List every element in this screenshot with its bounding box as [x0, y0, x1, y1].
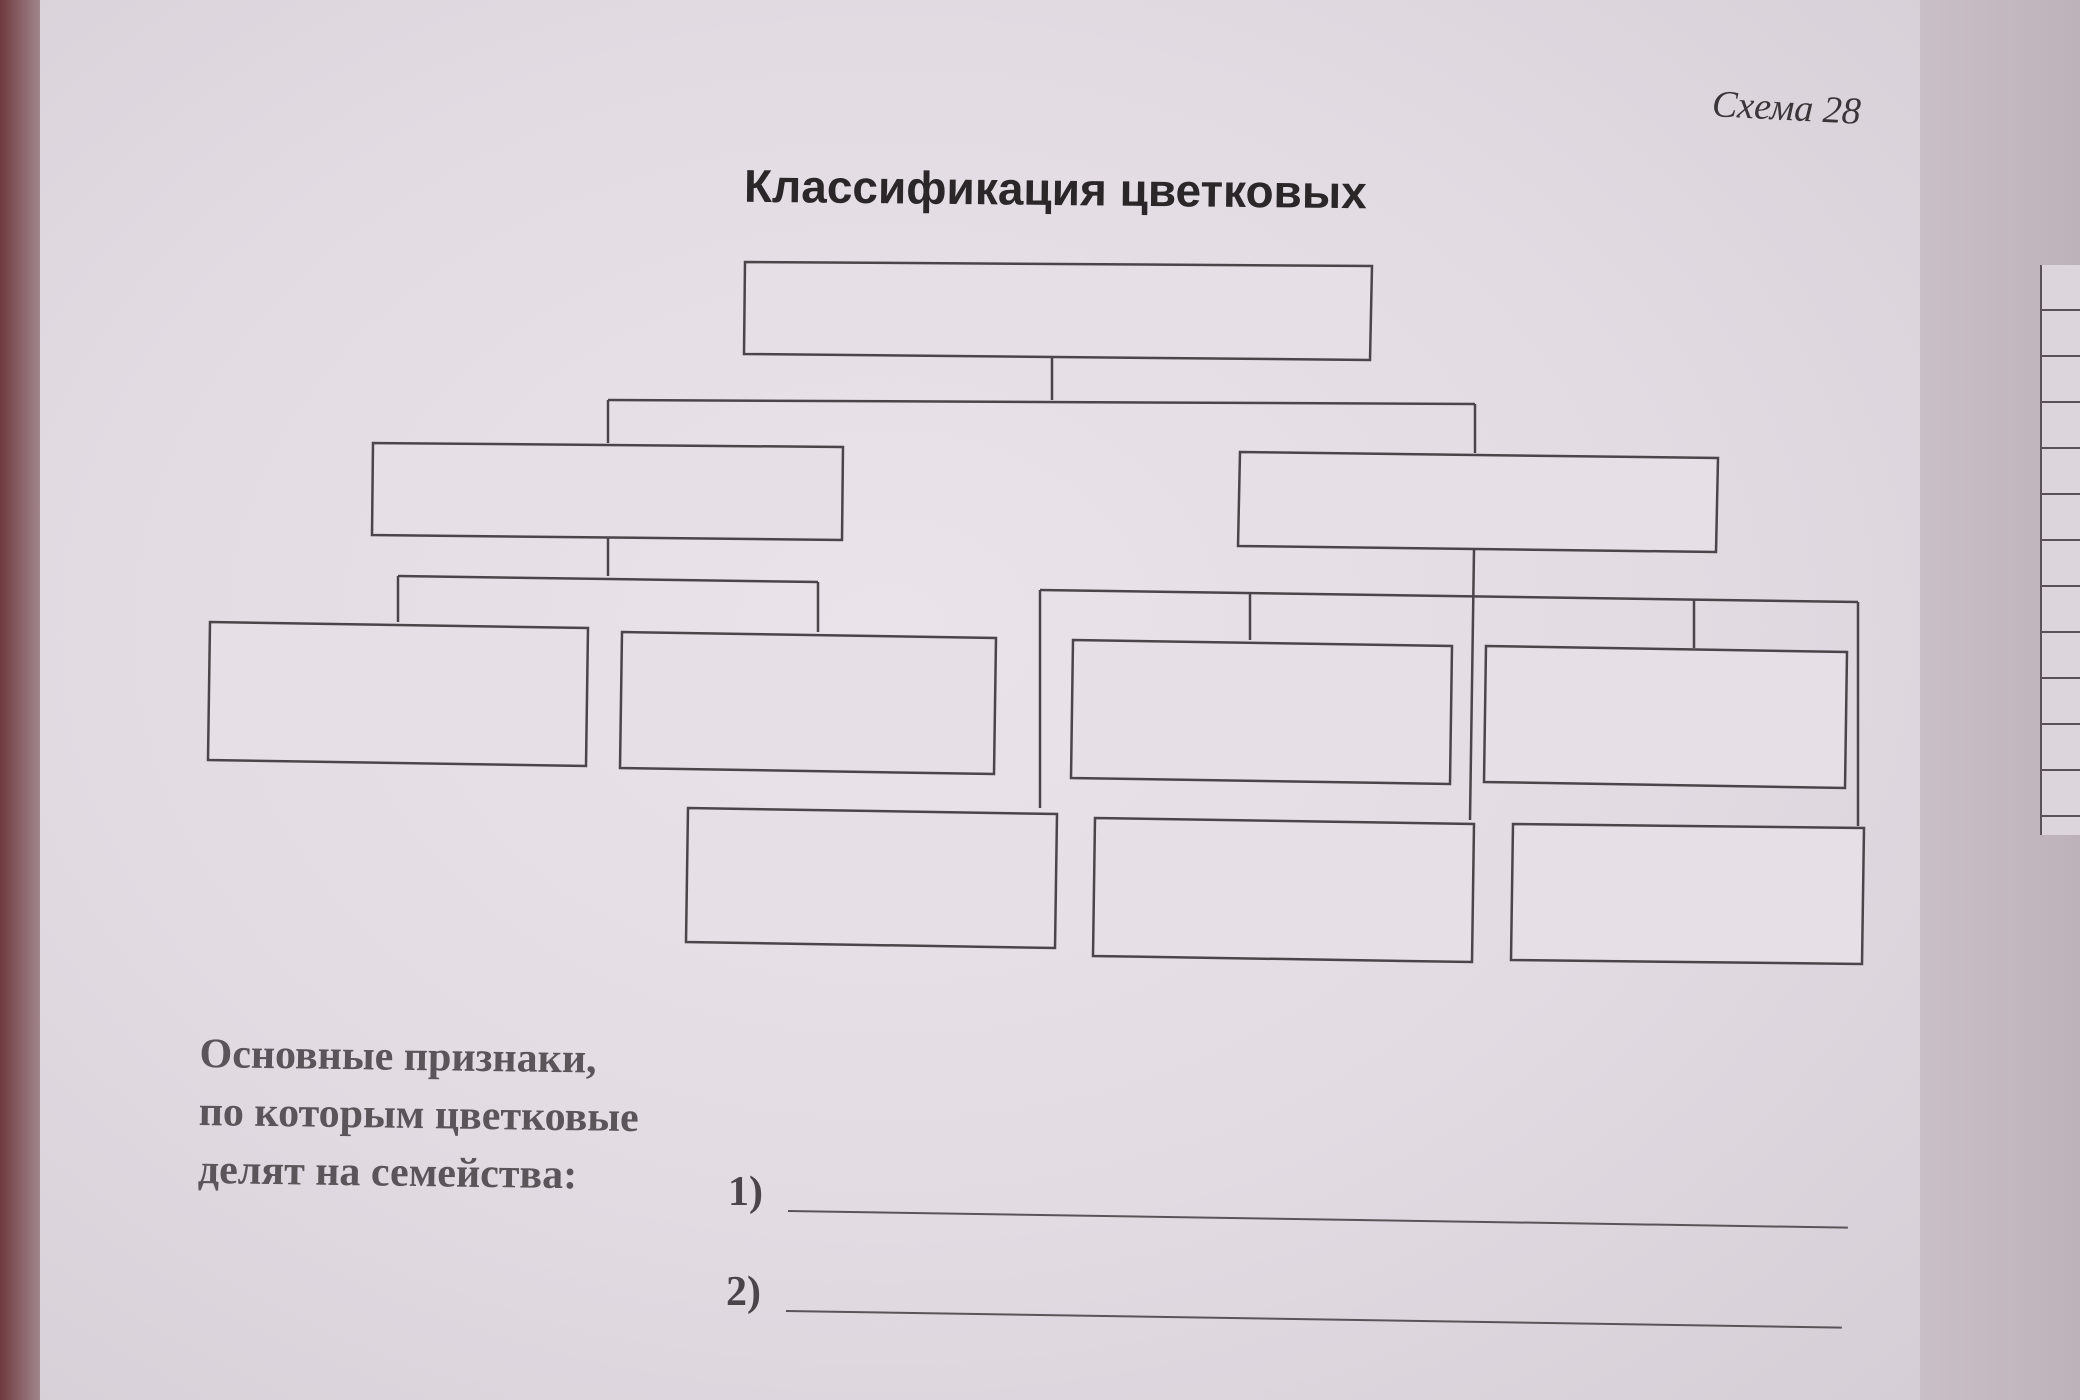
features-prompt: Основные признаки, по которым цветковые …: [198, 1025, 640, 1205]
diagram-right-child-box-3: [684, 806, 1059, 950]
diagram-left-child-box-2: [618, 630, 998, 776]
diagram-right-child-box-1: [1069, 638, 1454, 786]
diagram-right-child-box-5: [1509, 822, 1866, 966]
features-prompt-line-2: по которым цветковые: [198, 1088, 640, 1142]
grid-table-fragment: [2040, 265, 2080, 835]
connector-right-trunk: [1468, 549, 1476, 821]
diagram-connectors: [396, 357, 1860, 826]
diagram-right-child-box-4: [1091, 816, 1476, 964]
connector-right-bar: [1039, 588, 1859, 604]
connector-left-bar: [397, 574, 819, 584]
features-prompt-line-1: Основные признаки,: [199, 1030, 597, 1083]
diagram-left-child-box-1: [206, 620, 590, 768]
diagram-level1-right-box: [1236, 450, 1720, 554]
connector-level1-bar: [607, 398, 1476, 406]
answer-number-1: 1): [728, 1169, 763, 1215]
features-prompt-line-3: делят на семейства:: [197, 1146, 578, 1199]
diagram-right-child-box-2: [1482, 644, 1849, 790]
answer-number-2: 2): [726, 1269, 761, 1315]
diagram-level1-left-box: [370, 441, 845, 542]
diagram-root-box: [742, 260, 1374, 362]
